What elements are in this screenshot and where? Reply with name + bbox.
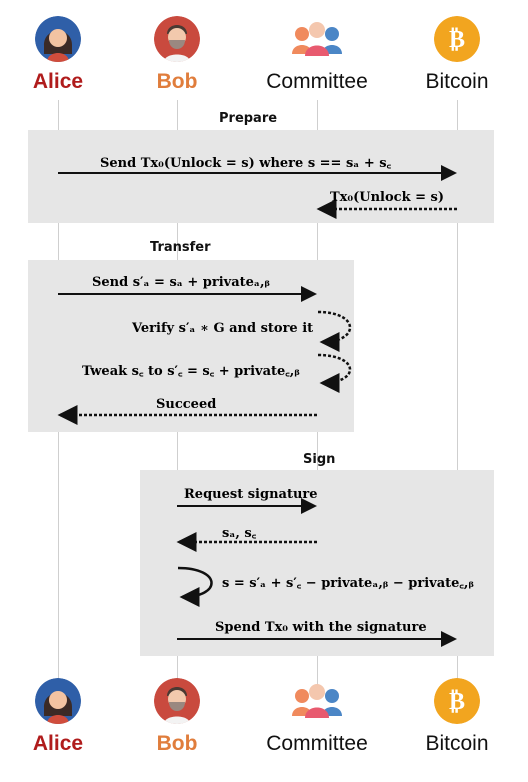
actor-label: Committee (266, 732, 368, 755)
prepare-send-label: Send Tx₀(Unlock = s) where s == sₐ + s꜀ (100, 156, 392, 171)
transfer-send-label: Send s′ₐ = sₐ + privateₐ,ᵦ (92, 275, 270, 290)
transfer-succeed-label: Succeed (156, 397, 217, 412)
sign-shares-label: sₐ, s꜀ (222, 526, 257, 541)
actor-committee-top: Committee (262, 16, 372, 94)
sign-spend-label: Spend Tx₀ with the signature (215, 620, 427, 635)
bitcoin-coin-icon: ₿ (434, 678, 480, 724)
compute-self-loop (177, 566, 213, 607)
actor-label: Bitcoin (425, 732, 489, 755)
actor-bob-bottom: Bob (122, 678, 232, 756)
sign-request-label: Request signature (184, 487, 318, 502)
woman-avatar-icon (35, 678, 81, 724)
actor-bitcoin-top: ₿ Bitcoin (402, 16, 512, 94)
woman-avatar-icon (35, 16, 81, 62)
transfer-title: Transfer (150, 240, 211, 255)
actor-label: Bitcoin (425, 70, 489, 93)
svg-text:₿: ₿ (449, 687, 465, 715)
transfer-panel (28, 260, 354, 432)
bitcoin-lifeline (457, 100, 458, 685)
prepare-return-label: Tx₀(Unlock = s) (330, 190, 445, 205)
actor-label: Bob (156, 70, 198, 93)
sign-title: Sign (303, 452, 336, 467)
transfer-verify-label: Verify s′ₐ ∗ G and store it (132, 321, 314, 336)
prepare-panel (28, 130, 494, 223)
prepare-title: Prepare (219, 111, 278, 126)
actor-label: Alice (32, 70, 84, 93)
actor-alice-top: Alice (3, 16, 113, 94)
sign-compute-label: s = s′ₐ + s′꜀ − privateₐ,ᵦ − private꜀,ᵦ (222, 576, 474, 591)
actor-bob-top: Bob (122, 16, 232, 94)
group-of-people-icon (292, 22, 342, 56)
actor-committee-bottom: Committee (262, 678, 372, 756)
transfer-tweak-label: Tweak s꜀ to s′꜀ = s꜀ + private꜀,ᵦ (82, 364, 300, 379)
actor-alice-bottom: Alice (3, 678, 113, 756)
svg-text:₿: ₿ (449, 25, 465, 53)
actor-label: Alice (32, 732, 84, 755)
bearded-man-avatar-icon (154, 16, 200, 62)
tweak-self-loop (317, 353, 352, 393)
actor-bitcoin-bottom: ₿ Bitcoin (402, 678, 512, 756)
sign-panel (140, 470, 494, 656)
actor-label: Bob (156, 732, 198, 755)
group-of-people-icon (292, 684, 342, 718)
bearded-man-avatar-icon (154, 678, 200, 724)
actor-label: Committee (266, 70, 368, 93)
bitcoin-coin-icon: ₿ (434, 16, 480, 62)
verify-self-loop (317, 310, 352, 352)
